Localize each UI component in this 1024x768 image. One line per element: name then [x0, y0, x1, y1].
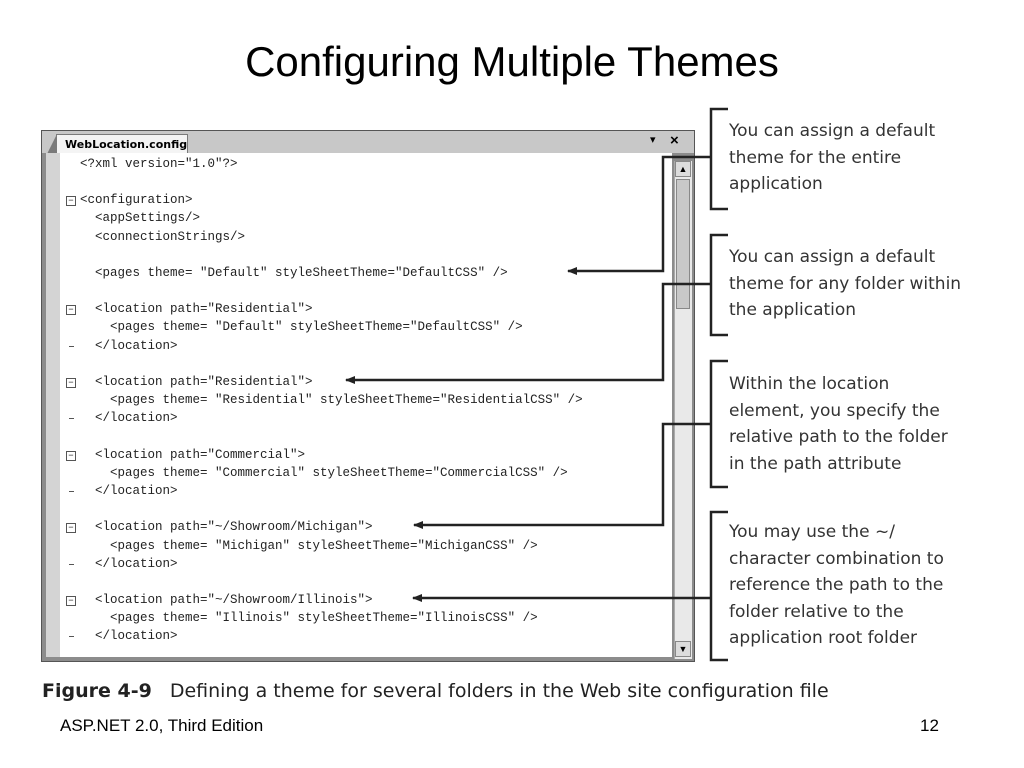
fold-toggle-icon[interactable]: − — [66, 196, 76, 206]
code-line: − <location path="~/Showroom/Illinois"> — [66, 591, 373, 609]
fold-end-marker — [69, 564, 74, 565]
callout-bracket — [709, 107, 728, 211]
callout-root-relative: You may use the ~/ character combination… — [729, 522, 944, 648]
callout-bracket — [709, 233, 728, 337]
dropdown-arrow-icon[interactable]: ▾ — [650, 134, 656, 146]
code-line: − <location path="Commercial"> — [66, 446, 305, 464]
fold-toggle-icon[interactable]: − — [66, 378, 76, 388]
code-line: <appSettings/> — [80, 211, 201, 225]
fold-end-marker — [69, 491, 74, 492]
tab-webLocation-config[interactable]: WebLocation.config — [47, 134, 188, 154]
code-editor-window: WebLocation.config ▾ × <?xml version="1.… — [41, 130, 695, 662]
code-line: <pages theme= "Commercial" styleSheetThe… — [80, 466, 568, 480]
fold-toggle-icon[interactable]: − — [66, 451, 76, 461]
code-line: <?xml version="1.0"?> — [80, 157, 238, 171]
code-area[interactable]: <?xml version="1.0"?> −<configuration> <… — [60, 153, 672, 657]
fold-toggle-icon[interactable]: − — [66, 596, 76, 606]
code-line: </location> — [69, 337, 178, 355]
callout-default-theme: You can assign a default theme for the e… — [729, 121, 936, 194]
close-icon[interactable]: × — [670, 132, 679, 149]
code-line: <pages theme= "Default" styleSheetTheme=… — [80, 320, 523, 334]
code-line: </location> — [69, 555, 178, 573]
code-line: − <location path="Residential"> — [66, 300, 313, 318]
code-line: <connectionStrings/> — [80, 230, 246, 244]
scroll-up-button[interactable]: ▲ — [675, 161, 691, 177]
slide-number: 12 — [920, 716, 939, 735]
tab-strip: WebLocation.config ▾ × — [42, 131, 694, 154]
callout-folder-theme: You can assign a default theme for any f… — [729, 247, 962, 320]
code-line: </location> — [69, 627, 178, 645]
code-line: <pages theme= "Illinois" styleSheetTheme… — [80, 611, 538, 625]
callout-bracket — [709, 359, 728, 489]
scroll-down-button[interactable]: ▼ — [675, 641, 691, 657]
fold-end-marker — [69, 418, 74, 419]
figure-caption-text: Defining a theme for several folders in … — [169, 680, 829, 702]
code-line: <pages theme= "Default" styleSheetTheme=… — [80, 266, 508, 280]
code-line: </location> — [69, 482, 178, 500]
callout-location-path: Within the location element, you specify… — [729, 374, 948, 474]
code-line: − <location path="~/Showroom/Michigan"> — [66, 518, 373, 536]
slide-title: Configuring Multiple Themes — [245, 38, 779, 85]
code-line: <pages theme= "Residential" styleSheetTh… — [80, 393, 583, 407]
figure-label: Figure 4-9 — [42, 680, 152, 702]
code-gutter — [46, 153, 60, 657]
fold-end-marker — [69, 636, 74, 637]
figure-caption: Figure 4-9 Defining a theme for several f… — [42, 680, 829, 702]
fold-toggle-icon[interactable]: − — [66, 523, 76, 533]
code-line: − <location path="Residential"> — [66, 373, 313, 391]
fold-toggle-icon[interactable]: − — [66, 305, 76, 315]
scrollbar-thumb[interactable] — [676, 179, 690, 309]
code-line: <pages theme= "Michigan" styleSheetTheme… — [80, 539, 538, 553]
code-line: </location> — [69, 409, 178, 427]
callout-bracket — [709, 510, 728, 662]
vertical-scrollbar[interactable]: ▲ ▼ — [674, 161, 692, 659]
footer-book-title: ASP.NET 2.0, Third Edition — [60, 716, 264, 735]
code-line: −<configuration> — [66, 191, 193, 209]
fold-end-marker — [69, 346, 74, 347]
